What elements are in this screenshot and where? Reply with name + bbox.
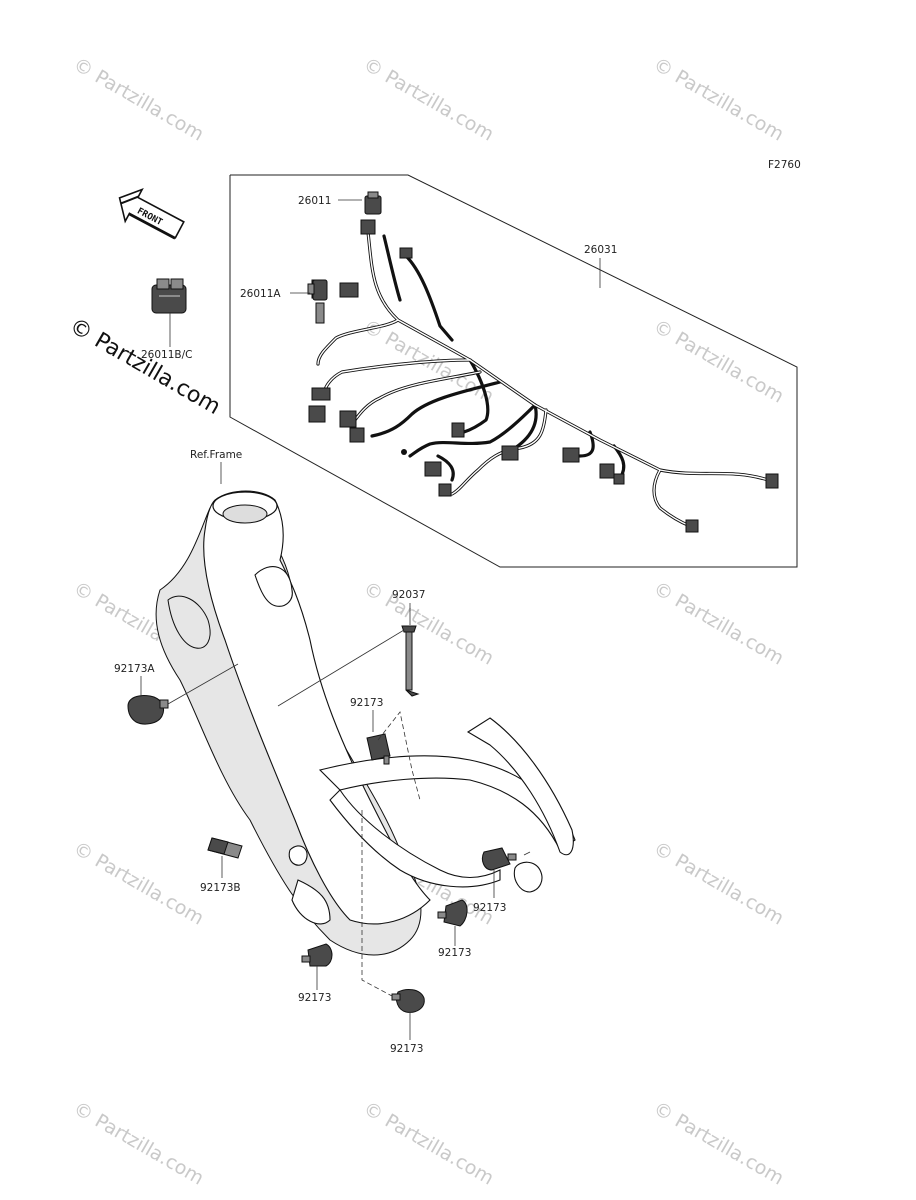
watermark-3: © Partzilla.com bbox=[650, 53, 788, 145]
watermark-1: © Partzilla.com bbox=[70, 53, 208, 145]
relay-26011a[interactable] bbox=[307, 279, 328, 301]
clip-92173b[interactable] bbox=[207, 837, 243, 859]
relay-26011bc[interactable] bbox=[151, 278, 187, 314]
watermark-main: © Partzilla.com bbox=[65, 314, 225, 421]
leader-92173-top-to-frame bbox=[377, 711, 421, 801]
watermark-14: © Partzilla.com bbox=[650, 1097, 788, 1189]
label-ref-frame: Ref.Frame bbox=[190, 449, 242, 461]
watermark-2: © Partzilla.com bbox=[360, 53, 498, 145]
clip-92173a[interactable] bbox=[127, 695, 169, 725]
clamp-92037[interactable] bbox=[401, 625, 420, 697]
label-92173-right: 92173 bbox=[473, 902, 506, 914]
watermark-12: © Partzilla.com bbox=[70, 1097, 208, 1189]
watermark-13: © Partzilla.com bbox=[360, 1097, 498, 1189]
leader-92173-bottom-to-frame bbox=[361, 810, 393, 997]
watermark-11: © Partzilla.com bbox=[650, 837, 788, 929]
relay-26011[interactable] bbox=[364, 191, 382, 215]
clip-92173-mid[interactable] bbox=[437, 899, 468, 927]
label-26011: 26011 bbox=[298, 195, 331, 207]
clip-92173-top[interactable] bbox=[366, 733, 391, 765]
watermark-9: © Partzilla.com bbox=[70, 837, 208, 929]
watermark-7: © Partzilla.com bbox=[360, 577, 498, 669]
wire-harness-26031[interactable] bbox=[308, 219, 779, 533]
motorcycle-frame bbox=[155, 490, 576, 956]
clip-92173-right[interactable] bbox=[481, 847, 517, 871]
leader-92037-to-frame bbox=[277, 629, 405, 707]
leader-92173a-to-frame bbox=[167, 663, 239, 705]
front-arrow-icon: FRONT bbox=[118, 188, 185, 240]
label-92173-bottom: 92173 bbox=[390, 1043, 423, 1055]
clip-92173-bottom[interactable] bbox=[391, 989, 425, 1013]
harness-frame bbox=[229, 174, 798, 568]
label-92173a: 92173A bbox=[114, 663, 155, 675]
label-26011a: 26011A bbox=[240, 288, 281, 300]
label-92173-left-bottom: 92173 bbox=[298, 992, 331, 1004]
watermark-5: © Partzilla.com bbox=[650, 315, 788, 407]
label-92037: 92037 bbox=[392, 589, 425, 601]
label-26011bc: 26011B/C bbox=[141, 349, 192, 361]
label-92173-mid: 92173 bbox=[438, 947, 471, 959]
label-92173b: 92173B bbox=[200, 882, 241, 894]
label-92173-top: 92173 bbox=[350, 697, 383, 709]
figure-code: F2760 bbox=[768, 159, 801, 171]
clip-92173-left-bottom[interactable] bbox=[301, 943, 333, 967]
label-26031: 26031 bbox=[584, 244, 617, 256]
watermark-8: © Partzilla.com bbox=[650, 577, 788, 669]
